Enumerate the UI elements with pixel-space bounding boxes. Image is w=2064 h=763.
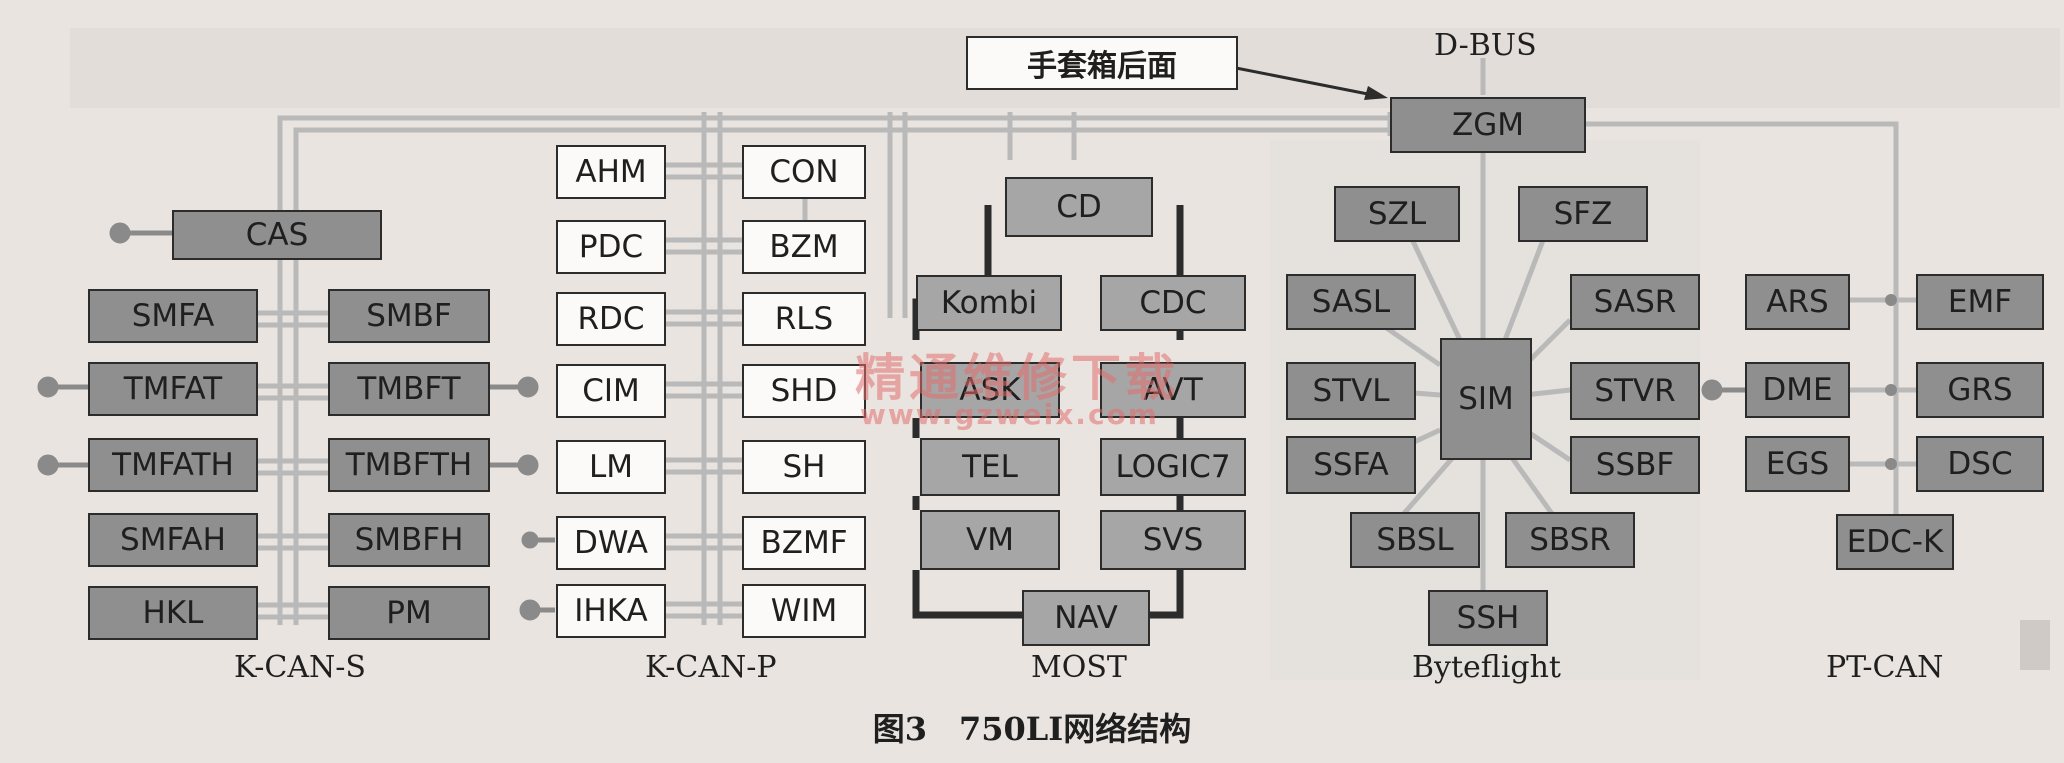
node-cas: CAS [172, 210, 382, 260]
node-stvr: STVR [1570, 362, 1700, 420]
node-bzm: BZM [742, 220, 866, 274]
node-avt: AVT [1100, 362, 1246, 418]
node-sim: SIM [1440, 338, 1532, 460]
node-rdc: RDC [556, 292, 666, 346]
node-sasl: SASL [1286, 274, 1416, 330]
watermark-text: 精通维修下载 [855, 349, 1179, 407]
node-sbsl: SBSL [1350, 512, 1480, 568]
node-shd: SHD [742, 364, 866, 418]
bus-label-byteflight: Byteflight [1412, 650, 1561, 685]
node-logic7: LOGIC7 [1100, 438, 1246, 496]
node-lm: LM [556, 440, 666, 494]
node-egs: EGS [1745, 436, 1850, 492]
node-dwa: DWA [556, 516, 666, 570]
node-hkl: HKL [88, 586, 258, 640]
node-zgm: ZGM [1390, 97, 1586, 153]
node-tel: TEL [920, 438, 1060, 496]
node-tmfath: TMFATH [88, 438, 258, 492]
node-ask: ASK [920, 362, 1060, 418]
node-wim: WIM [742, 584, 866, 638]
node-ssbf: SSBF [1570, 436, 1700, 494]
node-bzmf: BZMF [742, 516, 866, 570]
node-kombi: Kombi [916, 275, 1062, 331]
node-vm: VM [920, 510, 1060, 570]
node-svs: SVS [1100, 510, 1246, 570]
bus-label-pt-can: PT-CAN [1826, 650, 1944, 685]
node-dme: DME [1745, 362, 1850, 418]
node-sbsr: SBSR [1505, 512, 1635, 568]
node-emf: EMF [1916, 274, 2044, 330]
node-ahm: AHM [556, 145, 666, 199]
node-pm: PM [328, 586, 490, 640]
node-smbfh: SMBFH [328, 513, 490, 567]
node-tmbfth: TMBFTH [328, 438, 490, 492]
node-stvl: STVL [1286, 362, 1416, 420]
bus-label-kcan-s: K-CAN-S [234, 650, 366, 685]
node-nav: NAV [1022, 590, 1150, 646]
node-pdc: PDC [556, 220, 666, 274]
node-cim: CIM [556, 364, 666, 418]
node-con: CON [742, 145, 866, 199]
node-ihka: IHKA [556, 584, 666, 638]
node-cdc: CDC [1100, 275, 1246, 331]
node-cd: CD [1005, 177, 1153, 237]
node-smbf: SMBF [328, 289, 490, 343]
bus-label-most: MOST [1031, 650, 1127, 685]
node-edc-k: EDC-K [1836, 514, 1954, 570]
node-smfah: SMFAH [88, 513, 258, 567]
node-rls: RLS [742, 292, 866, 346]
node-sh: SH [742, 440, 866, 494]
node-ssfa: SSFA [1286, 436, 1416, 494]
node-dsc: DSC [1916, 436, 2044, 492]
node-smfa: SMFA [88, 289, 258, 343]
node-tmfat: TMFAT [88, 362, 258, 416]
node-ars: ARS [1745, 274, 1850, 330]
figure-caption: 图3 750LI网络结构 [872, 710, 1192, 748]
node-grs: GRS [1916, 362, 2044, 418]
location-callout: 手套箱后面 [966, 36, 1238, 90]
node-tmbft: TMBFT [328, 362, 490, 416]
watermark-url: www.gzweix.com [860, 398, 1159, 431]
node-sfz: SFZ [1518, 186, 1648, 242]
node-sasr: SASR [1570, 274, 1700, 330]
node-szl: SZL [1334, 186, 1460, 242]
dbus-label: D-BUS [1434, 28, 1537, 63]
bus-label-kcan-p: K-CAN-P [645, 650, 777, 685]
node-ssh: SSH [1428, 590, 1548, 646]
